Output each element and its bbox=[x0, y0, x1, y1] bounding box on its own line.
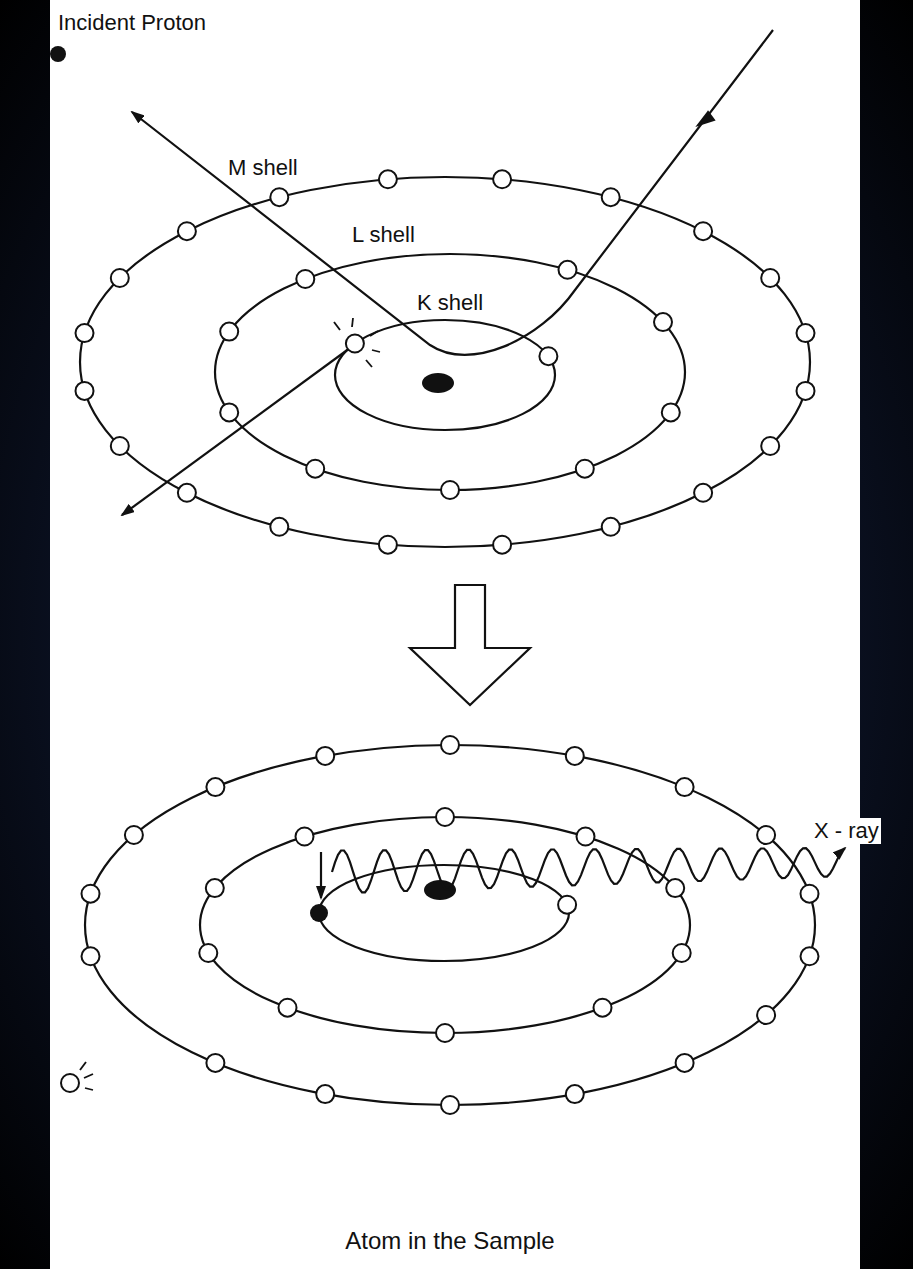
l-shell-electron bbox=[576, 460, 594, 478]
l-shell-electron bbox=[436, 1024, 454, 1042]
l-shell-electron bbox=[654, 313, 672, 331]
radiation-label: X - ray bbox=[812, 818, 881, 844]
l-shell-electron bbox=[662, 403, 680, 421]
l-shell-orbit bbox=[200, 817, 690, 1033]
m-shell-electron bbox=[797, 382, 815, 400]
k-shell-electron bbox=[558, 896, 576, 914]
m-shell-electron bbox=[76, 382, 94, 400]
m-shell-electron bbox=[316, 747, 334, 765]
l-shell-electron bbox=[436, 808, 454, 826]
filling-electron bbox=[310, 904, 328, 922]
m-shell-electron bbox=[270, 188, 288, 206]
ejected-electron bbox=[61, 1074, 79, 1092]
m-shell-electron bbox=[566, 747, 584, 765]
m-shell-electron bbox=[379, 170, 397, 188]
l-shell-electron bbox=[577, 828, 595, 846]
track-arrowhead bbox=[698, 112, 714, 125]
l-shell-electron bbox=[306, 460, 324, 478]
l-shell-electron bbox=[279, 999, 297, 1017]
m-shell-electron bbox=[82, 885, 100, 903]
impact-sparkle bbox=[334, 318, 380, 367]
l-shell-electron bbox=[673, 944, 691, 962]
m-shell-electron bbox=[694, 484, 712, 502]
k-shell-electron bbox=[539, 347, 557, 365]
m-shell-electron bbox=[441, 1096, 459, 1114]
m-shell-electron bbox=[676, 778, 694, 796]
m-shell-orbit bbox=[85, 745, 815, 1105]
m-shell-electron bbox=[82, 947, 100, 965]
electron-sparkle bbox=[80, 1062, 93, 1090]
l-shell-electron bbox=[666, 879, 684, 897]
l-shell-electron bbox=[441, 481, 459, 499]
m-shell-electron bbox=[270, 518, 288, 536]
m-shell-electron bbox=[761, 437, 779, 455]
m-shell-orbit bbox=[80, 177, 810, 547]
l-shell-electron bbox=[220, 403, 238, 421]
m-shell-electron bbox=[76, 324, 94, 342]
shell-label: L shell bbox=[350, 222, 417, 248]
m-shell-electron bbox=[125, 826, 143, 844]
m-shell-electron bbox=[694, 222, 712, 240]
l-shell-electron bbox=[296, 270, 314, 288]
proton bbox=[50, 46, 66, 62]
l-shell-electron bbox=[594, 999, 612, 1017]
m-shell-electron bbox=[757, 826, 775, 844]
m-shell-electron bbox=[206, 778, 224, 796]
m-shell-electron bbox=[316, 1085, 334, 1103]
l-shell-electron bbox=[199, 944, 217, 962]
l-shell-electron bbox=[296, 828, 314, 846]
m-shell-electron bbox=[441, 736, 459, 754]
m-shell-electron bbox=[206, 1054, 224, 1072]
l-shell-electron bbox=[206, 879, 224, 897]
m-shell-electron bbox=[379, 536, 397, 554]
m-shell-electron bbox=[178, 222, 196, 240]
l-shell-electron bbox=[559, 261, 577, 279]
ejected-electron-track bbox=[122, 348, 350, 515]
x-ray-wave bbox=[332, 848, 845, 892]
m-shell-electron bbox=[566, 1085, 584, 1103]
m-shell-electron bbox=[602, 188, 620, 206]
transition-arrow-small bbox=[320, 852, 322, 898]
m-shell-electron bbox=[761, 269, 779, 287]
shell-label: K shell bbox=[415, 290, 485, 316]
particle-label: Incident Proton bbox=[56, 10, 208, 36]
m-shell-electron bbox=[178, 484, 196, 502]
m-shell-electron bbox=[111, 269, 129, 287]
l-shell-orbit bbox=[215, 254, 685, 490]
m-shell-electron bbox=[757, 1006, 775, 1024]
proton-track bbox=[132, 30, 773, 355]
m-shell-electron bbox=[111, 437, 129, 455]
m-shell-electron bbox=[493, 536, 511, 554]
k-shell-orbit bbox=[335, 320, 555, 430]
transition-arrow bbox=[410, 585, 530, 705]
caption: Atom in the Sample bbox=[343, 1228, 556, 1254]
shell-label: M shell bbox=[226, 155, 300, 181]
l-shell-electron bbox=[220, 323, 238, 341]
m-shell-electron bbox=[602, 518, 620, 536]
struck-electron bbox=[346, 335, 364, 353]
m-shell-electron bbox=[493, 170, 511, 188]
m-shell-electron bbox=[676, 1054, 694, 1072]
m-shell-electron bbox=[801, 885, 819, 903]
nucleus bbox=[424, 880, 456, 900]
nucleus bbox=[422, 373, 454, 393]
m-shell-electron bbox=[801, 947, 819, 965]
m-shell-electron bbox=[797, 324, 815, 342]
